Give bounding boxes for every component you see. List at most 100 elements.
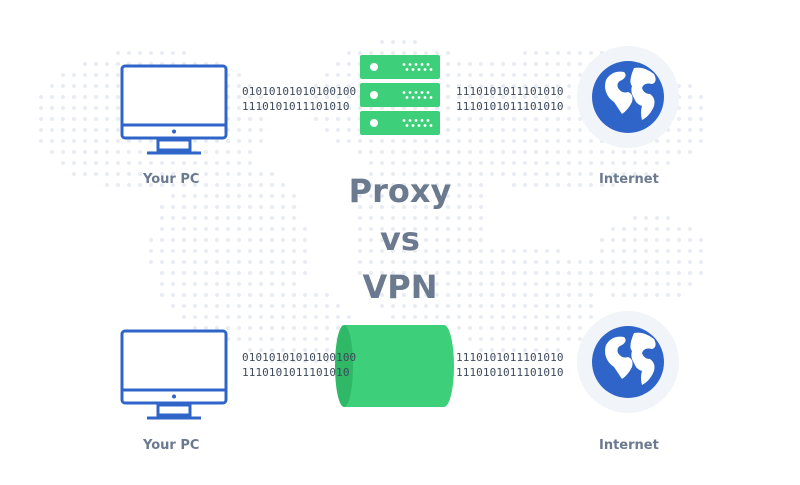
map-dot [534,293,538,297]
map-dot [413,172,417,176]
map-dot [204,304,208,308]
map-dot [105,106,109,110]
map-dot [523,51,527,55]
map-dot [182,183,186,187]
map-dot [512,73,516,77]
map-dot [237,139,241,143]
map-dot [534,51,538,55]
map-dot [490,304,494,308]
map-dot [105,62,109,66]
map-dot [325,293,329,297]
map-dot [303,315,307,319]
map-dot [512,172,516,176]
map-dot [292,271,296,275]
map-dot [325,117,329,121]
map-dot [413,205,417,209]
map-dot [248,337,252,341]
map-dot [160,249,164,253]
map-dot [633,161,637,165]
map-dot [567,62,571,66]
map-dot [688,260,692,264]
map-dot [479,227,483,231]
map-dot [424,205,428,209]
map-dot [490,172,494,176]
map-dot [424,183,428,187]
map-dot [248,128,252,132]
map-dot [215,249,219,253]
map-dot [479,139,483,143]
map-dot [688,227,692,231]
map-dot [303,249,307,253]
map-dot [380,260,384,264]
map-dot [611,172,615,176]
map-dot [182,260,186,264]
map-dot [688,282,692,286]
title-vpn: VPN [362,268,438,306]
map-dot [226,326,230,330]
map-dot [369,51,373,55]
map-dot [446,271,450,275]
map-dot [83,117,87,121]
map-dot [83,128,87,132]
map-dot [512,117,516,121]
map-dot [490,106,494,110]
map-dot [611,260,615,264]
map-dot [556,348,560,352]
map-dot [215,304,219,308]
map-dot [94,139,98,143]
map-dot [160,216,164,220]
map-dot [50,128,54,132]
map-dot [578,117,582,121]
map-dot [325,359,329,363]
map-dot [281,271,285,275]
map-dot [127,172,131,176]
map-dot [589,183,593,187]
map-dot [369,216,373,220]
map-dot [226,139,230,143]
map-dot [534,315,538,319]
map-dot [248,260,252,264]
map-dot [534,348,538,352]
map-dot [336,62,340,66]
map-dot [556,337,560,341]
map-dot [666,139,670,143]
map-dot [644,172,648,176]
map-dot [358,227,362,231]
map-dot [138,150,142,154]
map-dot [446,238,450,242]
map-dot [325,84,329,88]
map-dot [578,260,582,264]
map-dot [369,293,373,297]
map-dot [380,183,384,187]
map-dot [523,293,527,297]
map-dot [259,348,263,352]
map-dot [391,172,395,176]
map-dot [369,139,373,143]
map-dot [479,282,483,286]
proxy-internet-label: Internet [599,172,659,187]
map-dot [193,249,197,253]
map-dot [501,117,505,121]
map-dot [281,238,285,242]
map-dot [215,315,219,319]
map-dot [468,62,472,66]
map-dot [688,271,692,275]
map-dot [479,315,483,319]
map-dot [226,205,230,209]
map-dot [248,183,252,187]
map-dot [336,128,340,132]
map-dot [292,249,296,253]
map-dot [149,161,153,165]
map-dot [545,150,549,154]
map-dot [457,183,461,187]
map-dot [413,194,417,198]
map-dot [193,216,197,220]
map-dot [501,95,505,99]
map-dot [226,194,230,198]
map-dot [325,304,329,308]
map-dot [171,260,175,264]
map-dot [523,172,527,176]
map-dot [468,139,472,143]
map-dot [237,260,241,264]
map-dot [446,293,450,297]
